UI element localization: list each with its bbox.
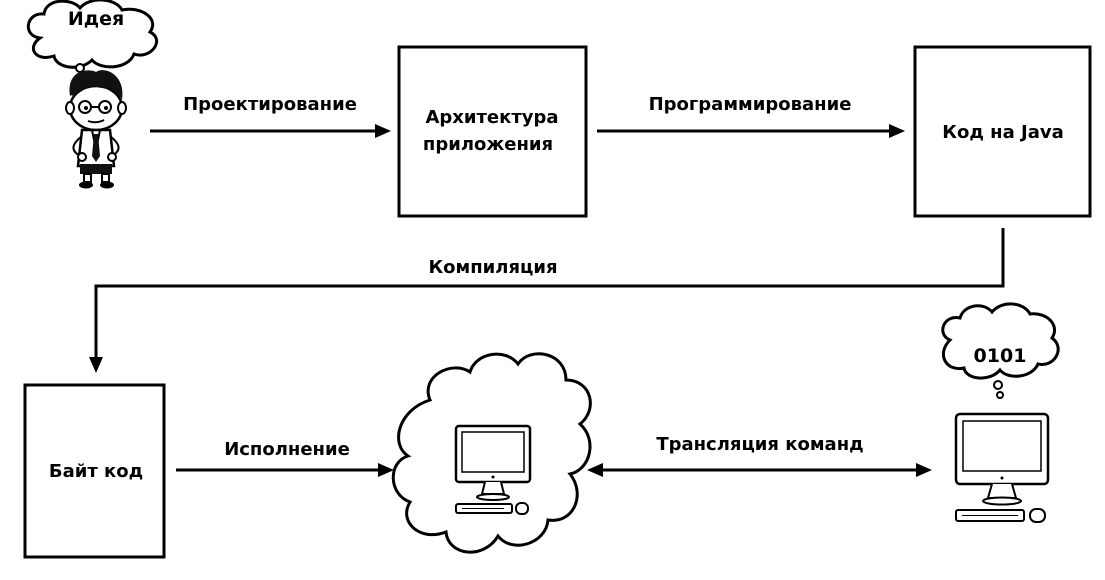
translation-label: Трансляция команд <box>656 434 863 455</box>
compilation-arrow <box>89 228 1005 373</box>
idea-label: Идея <box>68 8 124 30</box>
java-code-label: Код на Java <box>942 122 1063 143</box>
architecture-label-line1: Архитектура <box>425 107 558 128</box>
execution-arrow <box>176 463 394 477</box>
architecture-box: Архитектура приложения <box>397 45 588 218</box>
virtual-machine-computer-icon <box>454 424 532 515</box>
virtual-machine-cloud <box>391 352 592 554</box>
bytecode-box: Байт код <box>23 383 166 559</box>
physical-computer-icon <box>954 412 1050 523</box>
programming-arrow <box>597 124 905 138</box>
execution-label: Исполнение <box>224 439 350 460</box>
bytecode-label: Байт код <box>49 461 143 482</box>
java-code-box: Код на Java <box>913 45 1092 218</box>
translation-arrow <box>587 463 932 477</box>
programming-label: Программирование <box>649 94 852 115</box>
idea-thought-cloud: Идея <box>27 0 158 80</box>
compilation-label: Компиляция <box>428 257 557 278</box>
architecture-label-line2: приложения <box>423 134 553 155</box>
binary-label: 0101 <box>974 345 1027 367</box>
design-label: Проектирование <box>183 94 357 115</box>
binary-thought-cloud: 0101 <box>941 302 1060 399</box>
developer-character-icon <box>65 70 127 189</box>
design-arrow <box>150 124 391 138</box>
